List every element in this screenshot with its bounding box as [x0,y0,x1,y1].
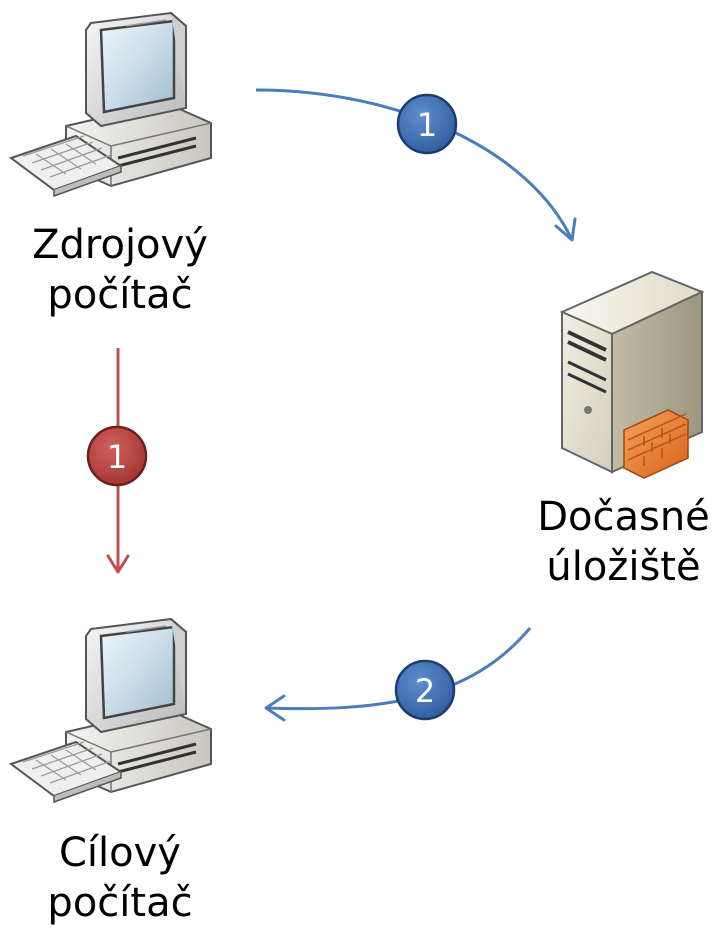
svg-text:2: 2 [415,672,435,710]
arrow-storage-to-target [264,627,532,722]
target-label-line1: Cílový [59,830,181,876]
step-badge-2-blue: 2 [394,659,456,721]
storage-label-line1: Dočasné [537,494,710,540]
svg-text:1: 1 [107,438,127,476]
svg-text:1: 1 [417,106,437,144]
source-label-line2: počítač [47,272,193,318]
source-label-line1: Zdrojový [32,222,208,268]
storage-label: Dočasné úložiště [525,492,722,592]
storage-label-line2: úložiště [546,544,701,590]
storage-server-icon [559,270,705,479]
step-badge-1-blue: 1 [396,93,458,155]
target-computer-label: Cílový počítač [15,828,225,928]
step-badge-1-red: 1 [86,425,148,487]
source-computer-label: Zdrojový počítač [15,220,225,320]
source-computer-icon [9,11,213,198]
target-label-line2: počítač [47,880,193,926]
target-computer-icon [9,617,213,804]
